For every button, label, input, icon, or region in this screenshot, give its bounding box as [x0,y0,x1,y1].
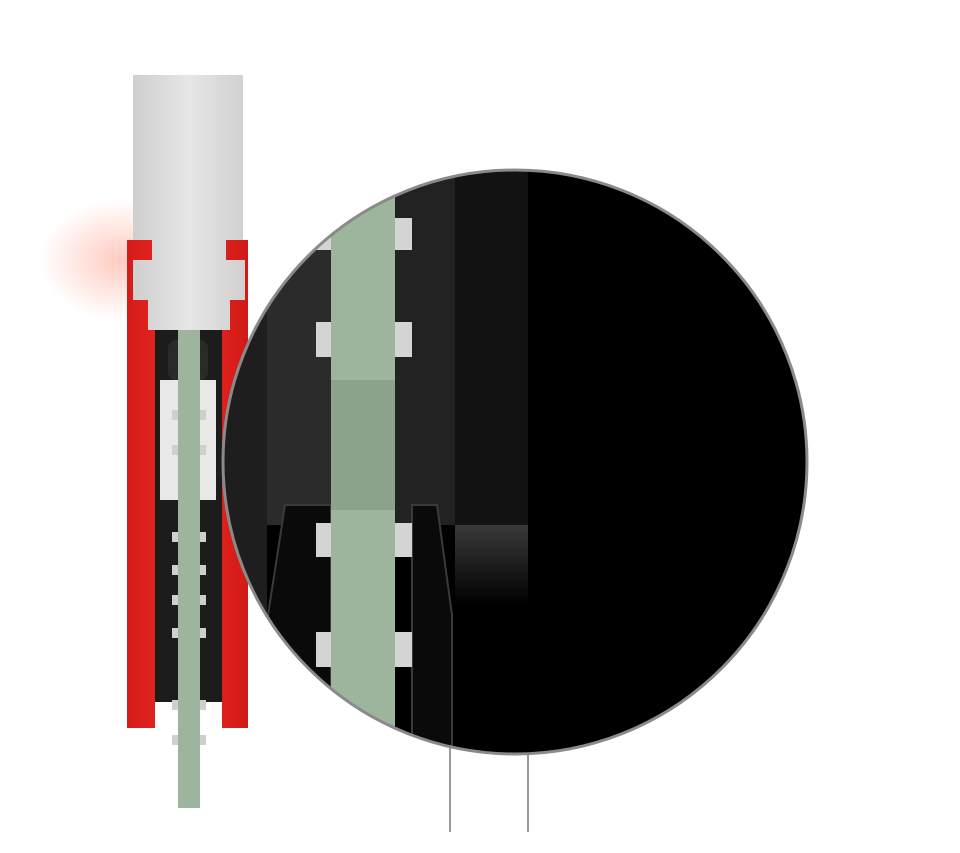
magnifier-border [221,168,809,756]
glass-pane [178,330,200,808]
spacer-blocks [172,410,206,745]
top-cap [133,75,245,330]
left-profile [40,75,248,808]
